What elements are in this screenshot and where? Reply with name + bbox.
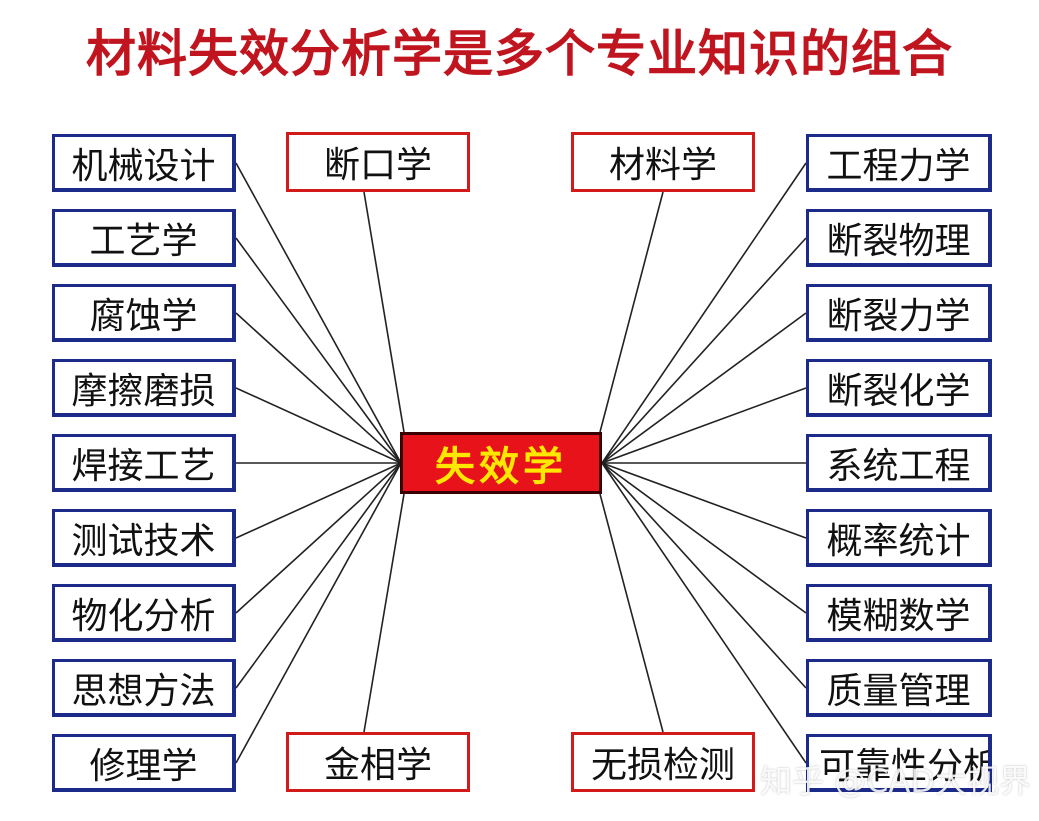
connector-line-left-4 bbox=[235, 387, 402, 464]
connector-line-left-6 bbox=[235, 462, 402, 539]
node-right-5: 系统工程 bbox=[806, 434, 992, 492]
connector-line-left-3 bbox=[235, 312, 402, 464]
node-left-7: 物化分析 bbox=[52, 584, 236, 642]
connector-line-right-3 bbox=[601, 312, 807, 464]
node-left-2: 工艺学 bbox=[52, 209, 236, 267]
connector-line-bottom-left bbox=[363, 493, 405, 733]
node-left-4: 摩擦磨损 bbox=[52, 359, 236, 417]
node-left-5: 焊接工艺 bbox=[52, 434, 236, 492]
node-left-3: 腐蚀学 bbox=[52, 284, 236, 342]
watermark: 知乎 @CAD大视界 bbox=[760, 762, 1032, 800]
connector-line-top-left bbox=[363, 191, 405, 433]
node-right-1: 工程力学 bbox=[806, 134, 992, 192]
node-right-7: 模糊数学 bbox=[806, 584, 992, 642]
node-left-6: 测试技术 bbox=[52, 509, 236, 567]
center-node: 失效学 bbox=[400, 432, 602, 494]
node-bottom-right: 无损检测 bbox=[571, 732, 755, 792]
node-left-9: 修理学 bbox=[52, 734, 236, 792]
node-right-8: 质量管理 bbox=[806, 659, 992, 717]
connector-line-left-1 bbox=[235, 162, 402, 464]
node-right-3: 断裂力学 bbox=[806, 284, 992, 342]
node-left-1: 机械设计 bbox=[52, 134, 236, 192]
node-top-left: 断口学 bbox=[286, 132, 470, 192]
connector-line-top-right bbox=[599, 191, 664, 433]
connector-line-right-8 bbox=[601, 462, 807, 689]
connector-line-left-2 bbox=[235, 237, 402, 464]
node-left-8: 思想方法 bbox=[52, 659, 236, 717]
connector-line-left-8 bbox=[235, 462, 402, 689]
connector-line-right-1 bbox=[601, 162, 807, 464]
connector-line-right-6 bbox=[601, 462, 807, 539]
connector-line-right-9 bbox=[601, 462, 807, 764]
node-right-4: 断裂化学 bbox=[806, 359, 992, 417]
node-right-2: 断裂物理 bbox=[806, 209, 992, 267]
node-bottom-left: 金相学 bbox=[286, 732, 470, 792]
connector-line-right-2 bbox=[601, 237, 807, 464]
connector-line-right-7 bbox=[601, 462, 807, 614]
connector-line-left-9 bbox=[235, 462, 402, 764]
node-top-right: 材料学 bbox=[571, 132, 755, 192]
page-title: 材料失效分析学是多个专业知识的组合 bbox=[86, 25, 953, 83]
connector-line-bottom-right bbox=[599, 493, 664, 733]
node-right-6: 概率统计 bbox=[806, 509, 992, 567]
connector-line-right-4 bbox=[601, 387, 807, 464]
node-right-9: 可靠性分析 bbox=[806, 734, 992, 792]
connector-line-left-7 bbox=[235, 462, 402, 614]
